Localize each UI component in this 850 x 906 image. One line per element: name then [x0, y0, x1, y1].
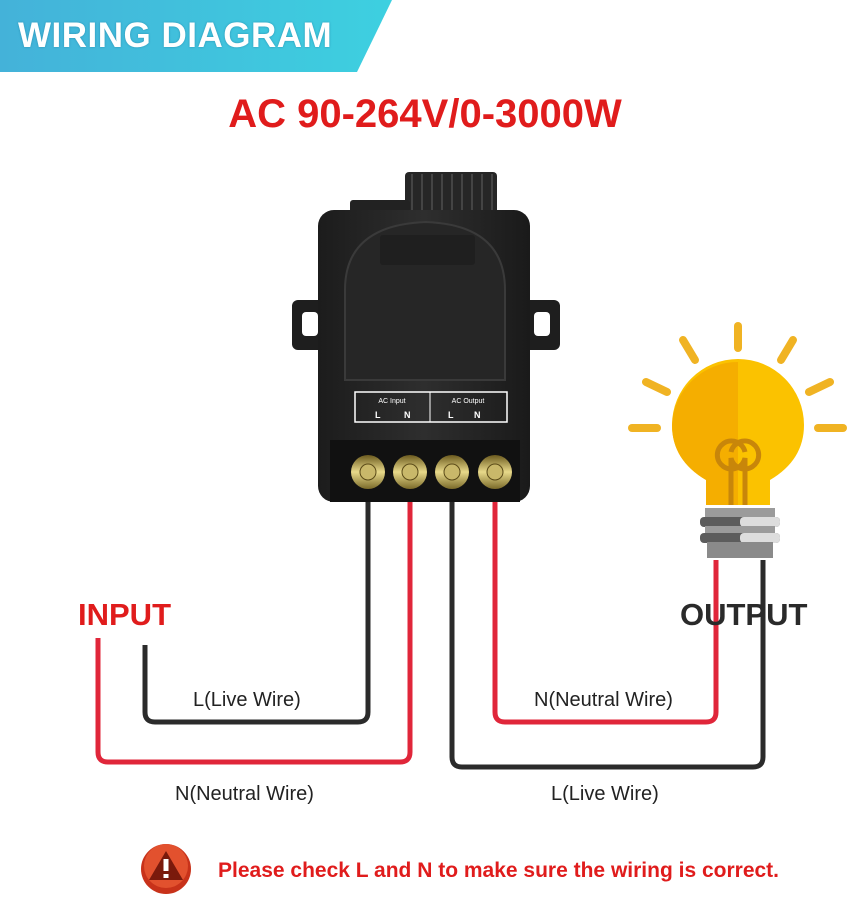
- warning-text: Please check L and N to make sure the wi…: [218, 859, 780, 882]
- spec-title: AC 90-264V/0-3000W: [228, 92, 622, 136]
- input-label: INPUT: [78, 597, 171, 632]
- terminal-label: N: [404, 410, 411, 420]
- light-bulb-icon: [628, 322, 847, 558]
- terminal-group-output: AC Output: [452, 398, 485, 405]
- input-live-wire: [142, 495, 371, 725]
- output-neutral-wire-label: N(Neutral Wire): [534, 689, 673, 711]
- warning-icon: [141, 844, 191, 894]
- output-live-wire: [449, 495, 766, 770]
- input-live-wire-label: L(Live Wire): [193, 689, 301, 711]
- input-neutral-wire-label: N(Neutral Wire): [175, 783, 314, 805]
- output-label: OUTPUT: [680, 597, 808, 632]
- terminal-screws: [351, 455, 512, 489]
- terminal-group-input: AC Input: [378, 398, 405, 405]
- terminal-label-plate: [354, 391, 508, 423]
- terminal-label: L: [448, 410, 454, 420]
- header-title: WIRING DIAGRAM: [18, 16, 333, 55]
- output-neutral-wire: [492, 495, 719, 725]
- terminal-label: L: [375, 410, 381, 420]
- terminal-label: N: [474, 410, 481, 420]
- input-neutral-wire: [95, 495, 413, 765]
- output-live-wire-label: L(Live Wire): [551, 783, 659, 805]
- header-banner: [0, 0, 392, 72]
- relay-module: [292, 172, 560, 502]
